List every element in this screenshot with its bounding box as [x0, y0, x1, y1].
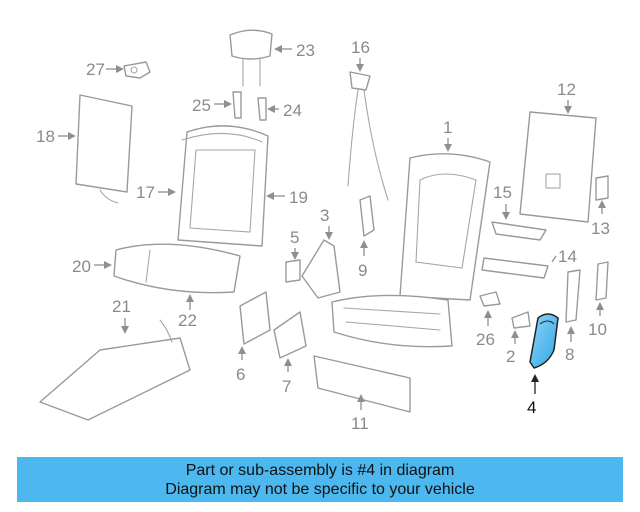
svg-text:12: 12 — [557, 80, 576, 99]
svg-text:25: 25 — [192, 96, 211, 115]
part-11-skirt — [313, 355, 411, 413]
part-3-bracket — [301, 239, 341, 299]
svg-text:26: 26 — [476, 330, 495, 349]
callout-3: 3 — [320, 206, 333, 240]
part-19-seat-back-cover — [177, 125, 269, 247]
svg-text:4: 4 — [527, 398, 536, 417]
part-20-seat-cushion — [113, 243, 241, 294]
callout-23: 23 — [274, 41, 315, 60]
part-27-clip — [123, 61, 151, 79]
part-24-guide — [257, 97, 267, 121]
svg-text:2: 2 — [506, 347, 515, 366]
part-14-bracket — [481, 257, 549, 279]
part-25-guide — [232, 91, 242, 119]
svg-text:13: 13 — [591, 219, 610, 238]
svg-text:10: 10 — [588, 320, 607, 339]
svg-text:11: 11 — [351, 414, 369, 433]
svg-text:22: 22 — [178, 311, 197, 330]
part-17-seat-back-cushion — [181, 132, 263, 143]
part-18-back-panel — [75, 94, 133, 204]
svg-text:9: 9 — [358, 261, 367, 280]
part-16-cable — [347, 71, 389, 201]
callout-15: 15 — [493, 183, 512, 220]
part-7-panel — [273, 311, 307, 359]
callout-8: 8 — [565, 326, 575, 364]
part-2-bezel — [511, 311, 531, 329]
callout-25: 25 — [192, 96, 232, 115]
svg-text:27: 27 — [86, 60, 105, 79]
svg-text:15: 15 — [493, 183, 512, 202]
svg-text:20: 20 — [72, 257, 91, 276]
part-5-trim — [285, 259, 301, 283]
part-15-bracket — [491, 221, 547, 241]
svg-text:8: 8 — [565, 345, 574, 364]
svg-text:14: 14 — [558, 247, 577, 266]
part-26-clip — [479, 291, 501, 307]
banner-line-2: Diagram may not be specific to your vehi… — [165, 480, 475, 498]
svg-text:5: 5 — [290, 228, 299, 247]
part-8-trim — [565, 269, 581, 323]
callout-13: 13 — [591, 200, 610, 238]
callout-10: 10 — [588, 302, 607, 339]
banner-line-1: Part or sub-assembly is #4 in diagram — [185, 461, 455, 479]
part-1-seat-frame — [331, 153, 491, 348]
callout-4: 4 — [527, 374, 539, 417]
callout-19: 19 — [266, 188, 308, 207]
part-6-panel — [239, 291, 271, 345]
callout-21: 21 — [112, 297, 131, 334]
callout-5: 5 — [290, 228, 299, 260]
callout-18: 18 — [36, 127, 76, 146]
svg-text:1: 1 — [443, 118, 452, 137]
part-21-floor-pad — [39, 319, 191, 421]
svg-text:18: 18 — [36, 127, 55, 146]
svg-text:23: 23 — [296, 41, 315, 60]
svg-text:19: 19 — [289, 188, 308, 207]
svg-text:16: 16 — [351, 38, 370, 57]
svg-text:6: 6 — [236, 365, 245, 384]
callout-2: 2 — [506, 330, 519, 366]
callout-1: 1 — [443, 118, 452, 152]
callout-12: 12 — [557, 80, 576, 114]
part-4-side-cover[interactable] — [529, 313, 559, 369]
callout-27: 27 — [86, 60, 124, 79]
callout-16: 16 — [351, 38, 370, 72]
part-23-headrest — [229, 29, 273, 87]
callout-22: 22 — [178, 294, 197, 330]
part-10-trim — [595, 261, 609, 301]
seat-parts-diagram: 27 23 25 24 18 — [36, 29, 610, 433]
callout-24: 24 — [267, 101, 302, 120]
callout-20: 20 — [72, 257, 112, 276]
svg-text:21: 21 — [112, 297, 131, 316]
svg-text:24: 24 — [283, 101, 302, 120]
callout-26: 26 — [476, 310, 495, 349]
callout-17: 17 — [136, 183, 176, 202]
part-12-back-panel — [519, 111, 597, 223]
callout-9: 9 — [358, 240, 368, 280]
callout-14: 14 — [551, 247, 577, 266]
part-13-clip — [595, 175, 609, 201]
callout-7: 7 — [282, 358, 292, 396]
callout-11: 11 — [351, 394, 369, 433]
part-9-strap — [359, 195, 375, 237]
svg-text:3: 3 — [320, 206, 329, 225]
callout-6: 6 — [236, 346, 246, 384]
info-banner: Part or sub-assembly is #4 in diagram Di… — [17, 457, 623, 502]
svg-text:7: 7 — [282, 377, 291, 396]
svg-text:17: 17 — [136, 183, 155, 202]
